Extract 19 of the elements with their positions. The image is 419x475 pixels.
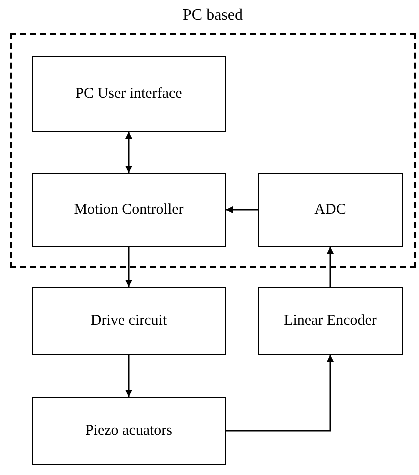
arrow: [126, 355, 132, 397]
box-label: Linear Encoder: [283, 312, 378, 330]
box-label: Drive circuit: [90, 312, 168, 330]
arrow: [126, 247, 132, 287]
box-label: Piezo acuators: [84, 422, 174, 440]
arrow: [226, 355, 334, 432]
process-box: [32, 397, 226, 465]
box-label: Motion Controller: [73, 202, 185, 218]
arrow: [327, 247, 334, 287]
group-heading: PC based: [182, 7, 244, 25]
process-box: [32, 56, 226, 132]
process-box: [32, 287, 226, 355]
box-label: ADC: [314, 202, 348, 218]
arrow: [126, 132, 132, 173]
process-box: [32, 173, 226, 247]
process-box: [258, 287, 403, 355]
box-label: PC User interface: [74, 86, 184, 102]
arrow: [226, 206, 258, 214]
process-box: [258, 173, 403, 247]
